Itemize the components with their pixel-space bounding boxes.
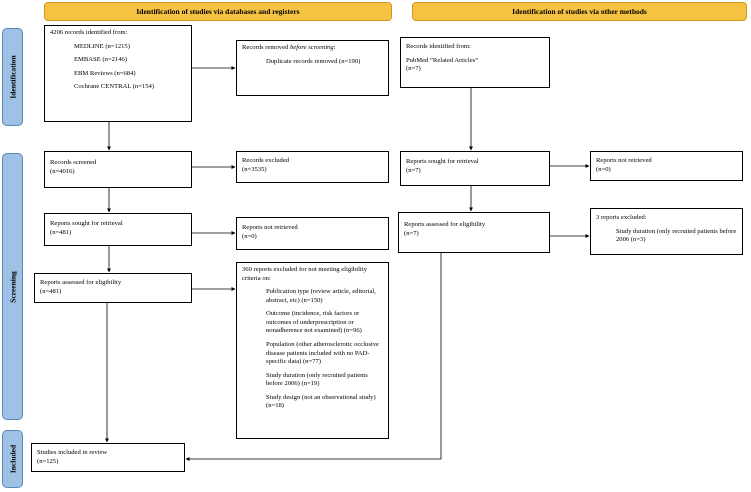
box-other-assessed: Reports assessed for eligibility (n=7) bbox=[398, 212, 550, 253]
removed-title-em: before screening bbox=[289, 44, 334, 51]
other-identified-count: (n=7) bbox=[406, 65, 421, 73]
reason-study-design: Study design (not an observational study… bbox=[266, 393, 376, 410]
box-records-screened: Records screened (n=4016) bbox=[44, 151, 192, 188]
source-embase: EMBASE (n=2146) bbox=[74, 56, 127, 64]
other-assessed-count: (n=7) bbox=[404, 229, 419, 237]
other-sought-count: (n=7) bbox=[406, 166, 421, 174]
box-other-identified: Records identified from: PubMed “Related… bbox=[400, 37, 550, 88]
other-sought-label: Reports sought for retrieval bbox=[406, 158, 479, 165]
header-other-text: Identification of studies via other meth… bbox=[512, 7, 647, 16]
other-excluded-title: 3 reports excluded: bbox=[596, 214, 647, 221]
duplicates-removed: Duplicate records removed (n=190) bbox=[266, 57, 361, 65]
records-identified-title: 4206 records identified from: bbox=[50, 29, 128, 36]
reports-not-retrieved-label: Reports not retrieved bbox=[242, 224, 298, 231]
records-screened-label: Records screened bbox=[50, 159, 97, 166]
box-records-identified: 4206 records identified from: MEDLINE (n… bbox=[44, 25, 192, 122]
records-excluded-count: (n=3535) bbox=[242, 165, 267, 173]
other-not-retrieved-count: (n=0) bbox=[596, 165, 611, 173]
other-identified-label: Records identified from: bbox=[406, 43, 471, 50]
other-assessed-label: Reports assessed for eligibility bbox=[404, 221, 486, 228]
header-databases: Identification of studies via databases … bbox=[44, 2, 392, 21]
box-reports-excluded: 360 reports excluded for not meeting eli… bbox=[236, 262, 389, 439]
reason-population: Population (other atherosclerotic occlus… bbox=[266, 340, 379, 366]
reason-publication-type: Publication type (review article, editor… bbox=[266, 288, 376, 304]
reports-excluded-title: 360 reports excluded for not meeting eli… bbox=[242, 266, 367, 282]
source-cochrane: Cochrane CENTRAL (n=154) bbox=[74, 83, 155, 91]
reports-assessed-count: (n=481) bbox=[40, 287, 62, 295]
box-studies-included: Studies included in review (n=125) bbox=[31, 443, 185, 472]
reason-outcome: Outcome (incidence, risk factors or outc… bbox=[266, 310, 362, 335]
reports-not-retrieved-count: (n=0) bbox=[242, 232, 257, 240]
box-reports-assessed: Reports assessed for eligibility (n=481) bbox=[34, 273, 192, 303]
box-other-not-retrieved: Reports not retrieved (n=0) bbox=[590, 151, 743, 181]
studies-included-count: (n=125) bbox=[37, 457, 59, 465]
box-records-removed: Records removed before screening: Duplic… bbox=[236, 40, 389, 96]
reason-study-duration: Study duration (only recruited patients … bbox=[266, 371, 368, 388]
header-databases-text: Identification of studies via databases … bbox=[136, 7, 300, 16]
reports-sought-label: Reports sought for retrieval bbox=[50, 220, 123, 227]
records-excluded-label: Records excluded bbox=[242, 157, 290, 164]
header-other-methods: Identification of studies via other meth… bbox=[412, 2, 747, 21]
other-excluded-detail: Study duration (only recruited patients … bbox=[616, 227, 737, 244]
records-screened-count: (n=4016) bbox=[50, 167, 75, 175]
phase-identification: Identification bbox=[2, 28, 23, 126]
reports-sought-count: (n=481) bbox=[50, 228, 72, 236]
arrow-other-assessed-to-included bbox=[185, 253, 442, 461]
box-records-excluded: Records excluded (n=3535) bbox=[236, 151, 389, 183]
removed-title-post: : bbox=[333, 44, 336, 51]
box-reports-not-retrieved: Reports not retrieved (n=0) bbox=[236, 217, 389, 250]
box-other-excluded: 3 reports excluded: Study duration (only… bbox=[590, 208, 743, 255]
box-other-reports-sought: Reports sought for retrieval (n=7) bbox=[400, 151, 550, 186]
other-identified-source: PubMed “Related Articles” bbox=[406, 56, 479, 64]
source-ebm-reviews: EBM Reviews (n=684) bbox=[74, 69, 136, 77]
source-medline: MEDLINE (n=1215) bbox=[74, 42, 130, 50]
phase-screening: Screening bbox=[2, 153, 23, 420]
removed-title-pre: Records removed bbox=[242, 44, 290, 51]
studies-included-label: Studies included in review bbox=[37, 449, 108, 456]
phase-included: Included bbox=[2, 430, 23, 488]
other-not-retrieved-label: Reports not retrieved bbox=[596, 157, 652, 164]
reports-assessed-label: Reports assessed for eligibility bbox=[40, 279, 122, 286]
records-removed-title: Records removed before screening: bbox=[242, 44, 383, 53]
box-reports-sought: Reports sought for retrieval (n=481) bbox=[44, 213, 192, 246]
